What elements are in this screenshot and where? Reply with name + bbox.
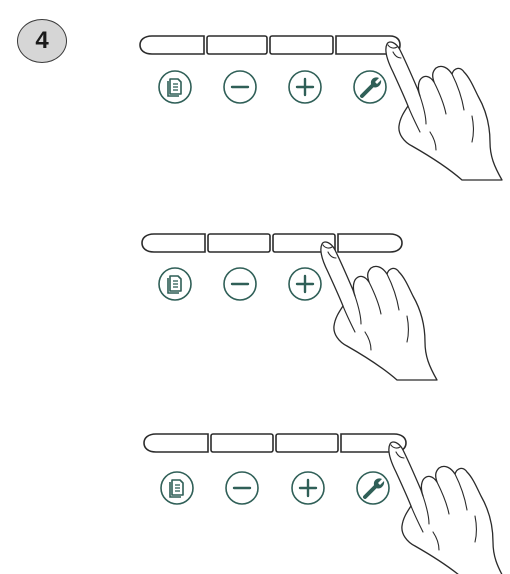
key-1 <box>142 234 205 252</box>
key-row <box>142 234 402 252</box>
key-1 <box>140 36 204 54</box>
key-3 <box>276 434 338 452</box>
key-2 <box>211 434 273 452</box>
pressing-hand <box>389 442 505 574</box>
plus-icon <box>289 268 321 300</box>
key-2 <box>208 234 270 252</box>
key-2 <box>207 36 267 54</box>
key-1 <box>144 434 208 452</box>
panel-1 <box>140 36 502 180</box>
key-row <box>144 434 406 452</box>
pressing-hand <box>321 242 437 380</box>
document-icon <box>159 71 191 103</box>
minus-icon <box>224 268 256 300</box>
wrench-icon <box>354 71 386 103</box>
key-4 <box>338 234 402 252</box>
key-3 <box>270 36 333 54</box>
pressing-hand <box>386 42 502 180</box>
key-row <box>140 36 400 54</box>
plus-icon <box>292 472 324 504</box>
wrench-icon <box>357 472 389 504</box>
panel-3 <box>144 434 505 574</box>
document-icon <box>159 268 191 300</box>
minus-icon <box>226 472 258 504</box>
minus-icon <box>224 71 256 103</box>
panel-2 <box>142 234 437 380</box>
plus-icon <box>289 71 321 103</box>
document-icon <box>161 472 193 504</box>
